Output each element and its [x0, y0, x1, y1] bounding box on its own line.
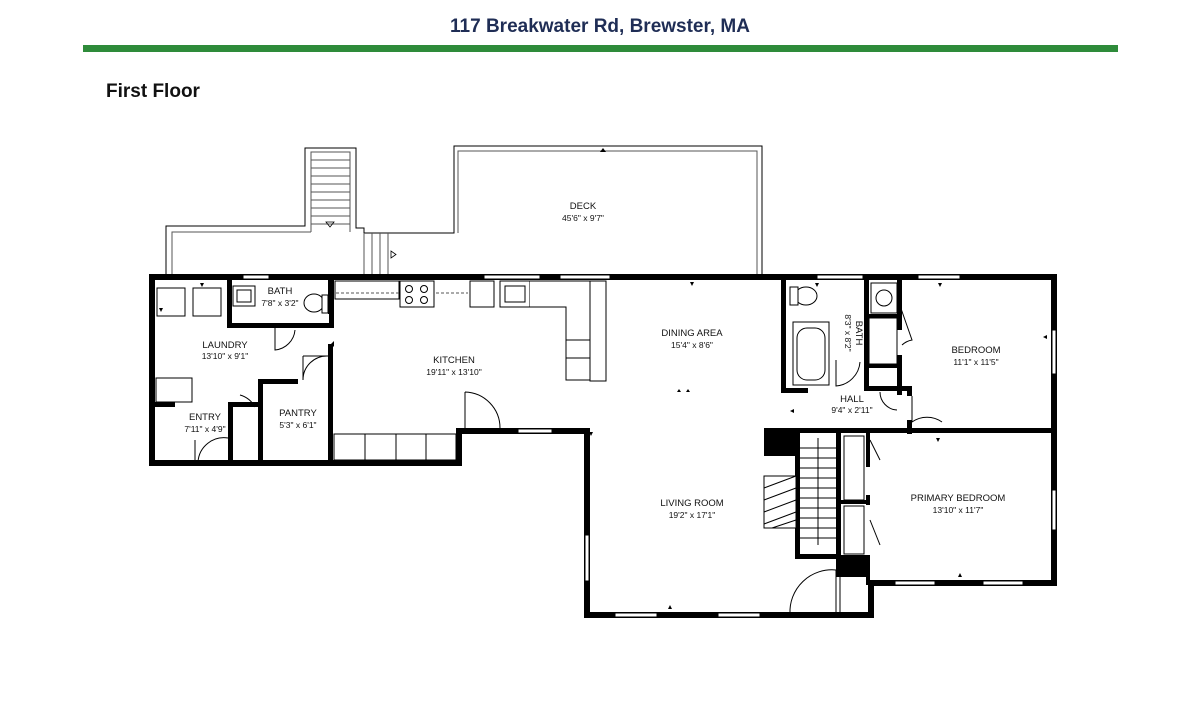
dryer — [192, 287, 222, 317]
primary-bedroom-dims: 13'10" x 11'7" — [933, 505, 984, 515]
page-title: 117 Breakwater Rd, Brewster, MA — [450, 16, 750, 37]
floor-label: First Floor — [106, 81, 200, 102]
pantry-dims: 5'3" x 6'1" — [279, 420, 316, 430]
hall-dims: 9'4" x 2'11" — [831, 405, 872, 415]
interior-stairs — [800, 438, 836, 545]
bedroom-label: BEDROOM — [951, 345, 1000, 356]
deck-label: DECK — [570, 201, 597, 212]
deck-stairs — [311, 159, 350, 228]
pantry-label: PANTRY — [279, 408, 317, 419]
header-divider — [83, 45, 1118, 52]
deck-dims: 45'6" x 9'7" — [562, 213, 604, 223]
dining-label: DINING AREA — [661, 328, 723, 339]
markers — [159, 148, 1047, 609]
fixtures — [155, 280, 898, 555]
stove — [399, 280, 435, 308]
entry-dims: 7'11" x 4'9" — [184, 424, 225, 434]
bath2-label: BATH — [853, 321, 864, 346]
primary-bedroom-label: PRIMARY BEDROOM — [911, 493, 1006, 504]
laundry-label: LAUNDRY — [202, 340, 248, 351]
deck-steps-lower — [363, 233, 397, 275]
refrigerator — [469, 280, 495, 308]
windows — [149, 274, 1057, 618]
hall-label: HALL — [840, 394, 864, 405]
living-label: LIVING ROOM — [660, 498, 723, 509]
interior-walls — [149, 280, 1057, 585]
washer — [156, 287, 186, 317]
bedroom-dims: 11'1" x 11'5" — [953, 357, 998, 367]
laundry-dims: 13'10" x 9'1" — [202, 351, 249, 361]
bath2-label-group: BATH 8'3" x 8'2" — [843, 314, 864, 351]
bath1-label: BATH — [268, 286, 293, 297]
deck: DECK 45'6" x 9'7" — [165, 145, 763, 275]
bath1-dims: 7'8" x 3'2" — [261, 298, 298, 308]
living-dims: 19'2" x 17'1" — [669, 510, 716, 520]
kitchen-dims: 19'11" x 13'10" — [426, 367, 481, 377]
doors — [194, 299, 943, 615]
kitchen-label: KITCHEN — [433, 355, 475, 366]
bath2-dims: 8'3" x 8'2" — [843, 314, 853, 351]
dining-dims: 15'4" x 8'6" — [671, 340, 713, 350]
entry-label: ENTRY — [189, 412, 222, 423]
